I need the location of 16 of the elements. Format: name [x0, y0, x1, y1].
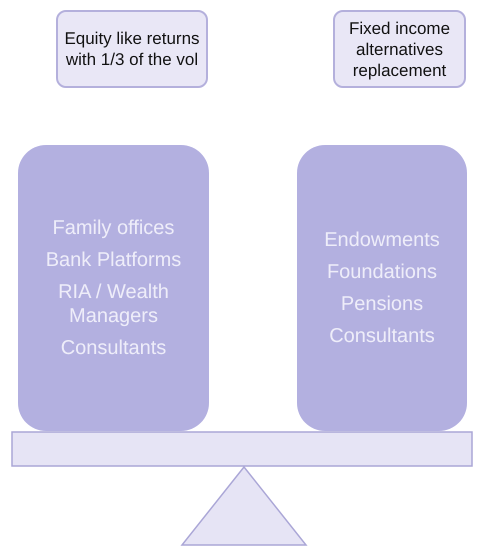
client-type-label: Family offices [52, 216, 174, 240]
client-group-box [297, 145, 467, 431]
balance-beam [11, 431, 473, 467]
client-type-label: Foundations [326, 260, 438, 284]
client-type-label: Endowments [324, 228, 440, 252]
note-box [333, 10, 466, 88]
client-type-label: Pensions [340, 292, 424, 316]
note-box [56, 10, 208, 88]
note-text: Fixed income alternatives replacement [348, 18, 452, 80]
client-group-box [18, 145, 209, 431]
client-type-label: Consultants [329, 324, 435, 348]
note-text: Equity like returns with 1/3 of the vol [63, 28, 201, 70]
client-type-label: RIA / Wealth Managers [57, 280, 170, 328]
client-type-label: Consultants [60, 336, 166, 360]
client-type-label: Bank Platforms [46, 248, 182, 272]
fulcrum-triangle [180, 466, 308, 546]
